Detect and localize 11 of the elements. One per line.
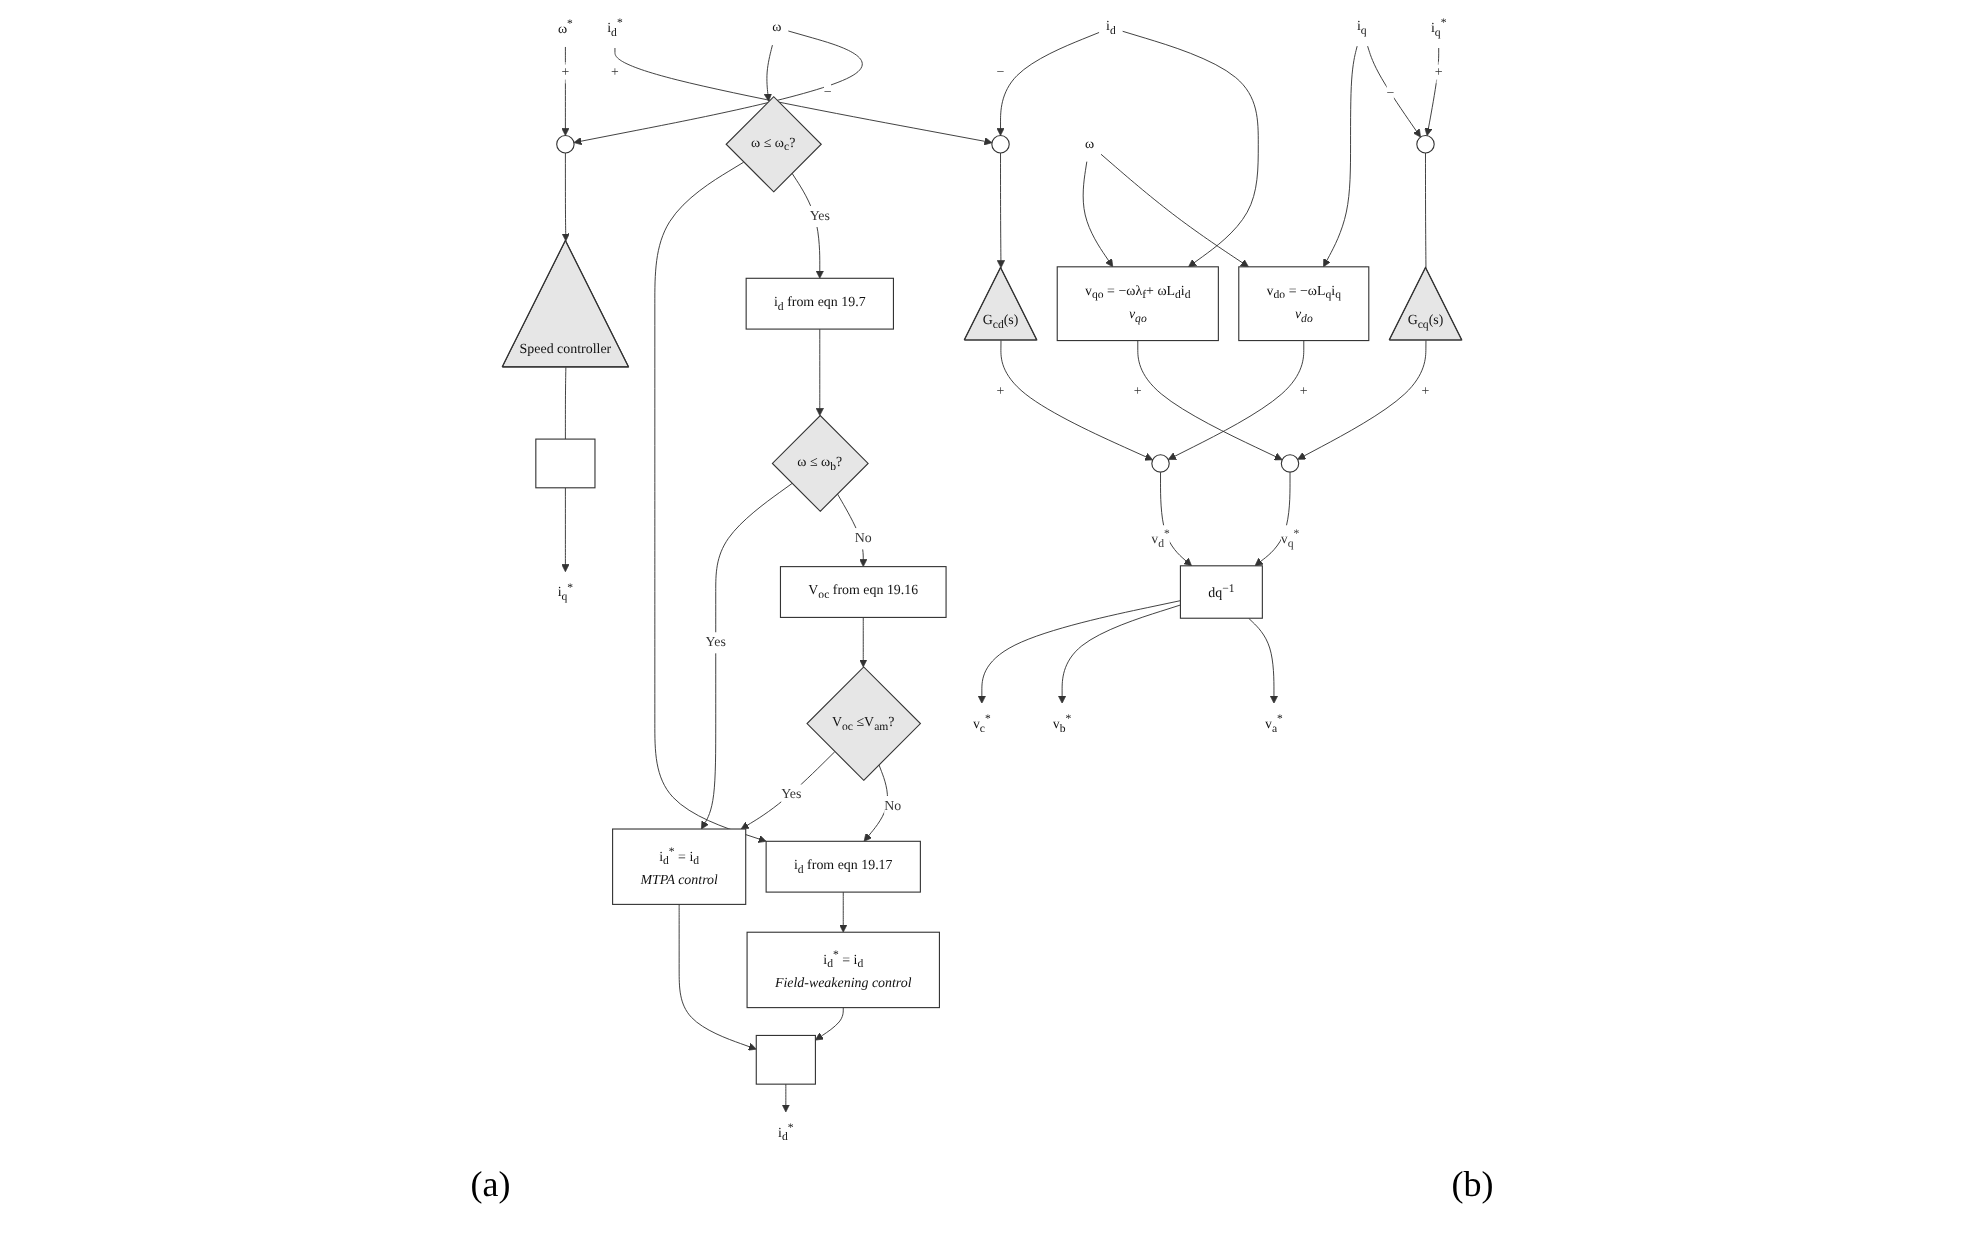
panel-caption: (a) <box>470 1164 511 1206</box>
node-box <box>535 438 596 489</box>
node-circle <box>556 135 575 154</box>
node-circle <box>1416 135 1435 154</box>
node-circle <box>1280 454 1300 473</box>
connector <box>1425 152 1427 269</box>
node-circle <box>991 135 1010 154</box>
connector <box>564 366 567 440</box>
node-circle <box>1151 454 1170 473</box>
panel-caption: (b) <box>1451 1164 1494 1206</box>
node-box <box>755 1034 816 1085</box>
